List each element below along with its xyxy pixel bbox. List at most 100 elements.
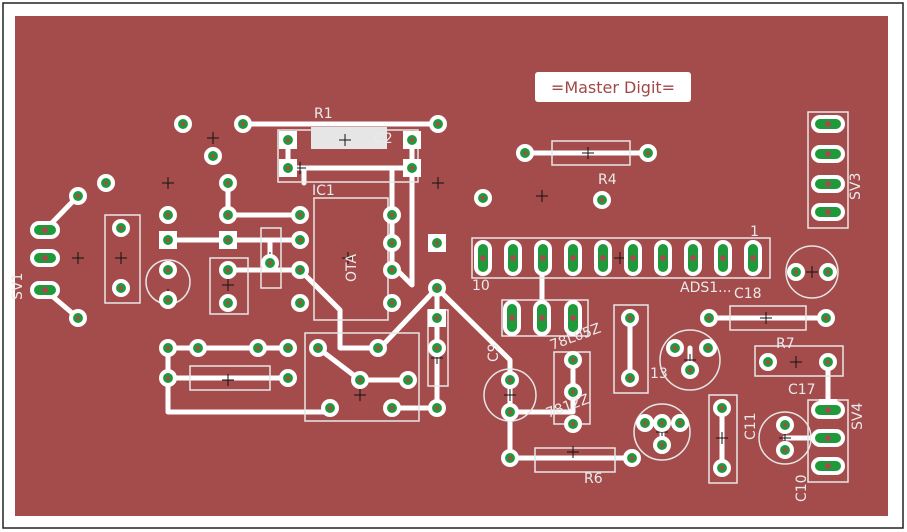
pad	[564, 415, 582, 433]
pad	[159, 291, 177, 309]
pad	[713, 459, 731, 477]
r1-body	[311, 127, 387, 149]
origin-cross	[207, 132, 219, 144]
sv4-pin	[811, 429, 845, 447]
pad	[321, 399, 339, 417]
pad	[291, 294, 309, 312]
pad	[291, 206, 309, 224]
label-r7: R7	[776, 336, 795, 352]
pad	[787, 263, 805, 281]
pad	[639, 144, 657, 162]
origin-cross	[339, 134, 351, 146]
pad	[291, 231, 309, 249]
sv3-pin	[811, 145, 845, 163]
pad	[112, 219, 130, 237]
pad	[593, 191, 611, 209]
pad	[776, 416, 794, 434]
label-sv4: SV4	[850, 403, 866, 430]
pad	[112, 279, 130, 297]
pad	[279, 369, 297, 387]
title-box	[535, 72, 691, 102]
pad	[219, 261, 237, 279]
square-pad	[428, 234, 446, 252]
pad	[219, 206, 237, 224]
pad	[309, 339, 327, 357]
ads-header-pin	[654, 240, 672, 276]
ads-header-pin	[744, 240, 762, 276]
trace	[285, 137, 415, 171]
pad	[97, 174, 115, 192]
pad	[383, 261, 401, 279]
label-sv3: SV3	[848, 173, 864, 200]
cap-outline	[209, 257, 249, 315]
ads-header-pin	[594, 240, 612, 276]
origin-cross	[222, 279, 234, 291]
r4-outline	[551, 140, 631, 166]
pad	[383, 294, 401, 312]
ic-outline	[633, 403, 691, 461]
pad	[219, 174, 237, 192]
pad	[69, 309, 87, 327]
pad	[428, 339, 446, 357]
pad	[636, 414, 654, 432]
cap-outline	[785, 245, 839, 299]
origin-cross	[222, 374, 234, 386]
pad	[159, 339, 177, 357]
header-outline	[501, 299, 589, 337]
regulator-outline	[304, 332, 420, 422]
square-pad	[279, 159, 297, 177]
square-pad	[159, 231, 177, 249]
sv1-pin	[30, 281, 60, 299]
pad	[159, 206, 177, 224]
pad	[653, 436, 671, 454]
pad	[516, 144, 534, 162]
origin-cross	[536, 190, 548, 202]
origin-cross	[354, 389, 366, 401]
pad	[399, 371, 417, 389]
ic-outline	[659, 329, 721, 391]
label-ota: OTA	[344, 254, 360, 282]
resistor-outline	[189, 365, 271, 391]
origin-cross	[432, 177, 444, 189]
pad	[249, 339, 267, 357]
header-pin	[503, 300, 521, 336]
label-c18: C18	[734, 286, 762, 302]
ads-header-outline	[471, 237, 771, 279]
origin-cross	[760, 312, 772, 324]
pad	[501, 371, 519, 389]
ads-header-pin	[714, 240, 732, 276]
ads-header-pin	[534, 240, 552, 276]
square-pad	[403, 131, 421, 149]
pad	[623, 449, 641, 467]
pad	[189, 339, 207, 357]
label-sv1: SV1	[10, 273, 26, 300]
r7-outline	[754, 345, 844, 377]
label-pin10: 10	[472, 278, 490, 294]
board-title: =Master Digit=	[551, 78, 675, 97]
pad	[428, 279, 446, 297]
pad	[261, 254, 279, 272]
label-r6: R6	[584, 471, 603, 487]
origin-cross	[716, 432, 728, 444]
sv1-outline	[104, 214, 141, 304]
cap-outline	[260, 227, 282, 289]
sv3-outline	[807, 111, 849, 229]
c11-outline	[708, 394, 738, 484]
pad	[819, 263, 837, 281]
label-c10: C10	[794, 474, 810, 502]
ads-header-pin	[504, 240, 522, 276]
pad	[817, 309, 835, 327]
pad	[776, 441, 794, 459]
pad	[474, 189, 492, 207]
pad	[621, 309, 639, 327]
ads-header-pin	[474, 240, 492, 276]
label-r1: R1	[314, 106, 333, 122]
label-pin1: 1	[750, 224, 759, 240]
label-c2: C2	[374, 131, 393, 147]
label-r4: R4	[598, 172, 617, 188]
pad	[219, 294, 237, 312]
pad	[369, 339, 387, 357]
pad	[671, 414, 689, 432]
